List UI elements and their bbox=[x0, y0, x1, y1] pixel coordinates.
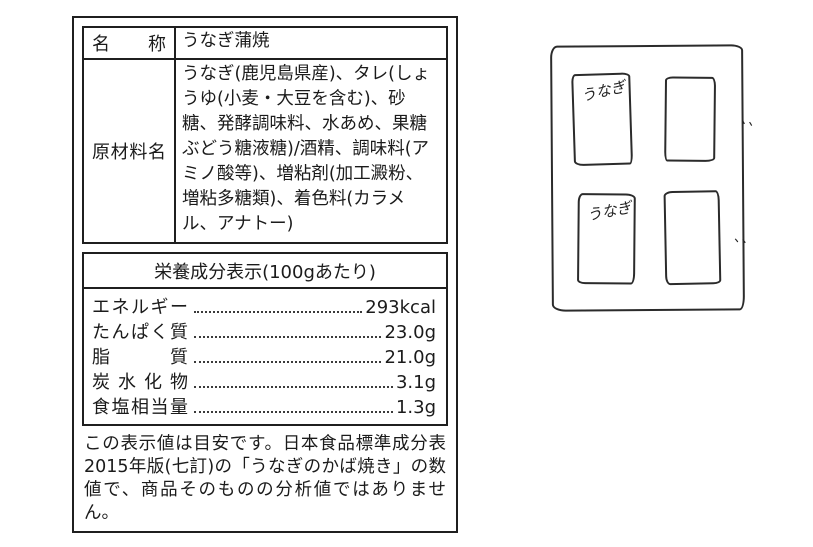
nutrient-value: 23.0g bbox=[384, 322, 436, 343]
nutrition-row-energy: エネルギー 293kcal bbox=[84, 293, 446, 318]
food-label: 名称 うなぎ蒲焼 原材料名 うなぎ(鹿児島県産)、タレ(しょうゆ(小麦・大豆を含… bbox=[72, 16, 458, 533]
spec-key-ingredients: 原材料名 bbox=[84, 60, 176, 242]
nutrient-name: たんぱく質 bbox=[92, 322, 188, 343]
spec-row-name: 名称 うなぎ蒲焼 bbox=[84, 28, 446, 58]
dot-leader bbox=[194, 310, 363, 313]
pen-tick-mark-bottom: 、、 bbox=[733, 230, 757, 248]
spec-value-ingredients: うなぎ(鹿児島県産)、タレ(しょうゆ(小麦・大豆を含む)、砂糖、発酵調味料、水あ… bbox=[182, 64, 430, 234]
spec-key-name-label: 名称 bbox=[92, 34, 166, 55]
sketch-pack-top-left: うなぎ bbox=[571, 72, 634, 167]
nutrition-row-salt: 食塩相当量 1.3g bbox=[84, 393, 446, 418]
sketch-pack-bottom-right bbox=[663, 190, 722, 286]
nutrient-name: 炭水化物 bbox=[92, 372, 188, 393]
spec-key-ingredients-label: 原材料名 bbox=[92, 142, 166, 163]
pack-handwritten-label: うなぎ bbox=[585, 198, 634, 225]
nutrition-panel: 栄養成分表示(100gあたり) エネルギー 293kcal たんぱく質 23.0… bbox=[82, 252, 448, 426]
pack-handwritten-label: うなぎ bbox=[579, 77, 628, 106]
nutrition-rows: エネルギー 293kcal たんぱく質 23.0g 脂質 21.0g 炭水化物 bbox=[84, 289, 446, 424]
nutrient-value: 3.1g bbox=[395, 372, 436, 393]
nutrient-value: 293kcal bbox=[365, 297, 436, 318]
nutrient-value: 21.0g bbox=[384, 347, 436, 368]
pen-tick-mark-top: 、、 bbox=[739, 111, 765, 132]
nutrition-row-fat: 脂質 21.0g bbox=[84, 343, 446, 368]
nutrient-value: 1.3g bbox=[395, 397, 436, 418]
spec-value-name: うなぎ蒲焼 bbox=[182, 31, 270, 51]
spec-key-name: 名称 bbox=[84, 28, 176, 58]
disclaimer-text: この表示値は目安です。日本食品標準成分表2015年版(七訂)の「うなぎのかば焼き… bbox=[84, 434, 446, 523]
dot-leader bbox=[194, 335, 382, 338]
dot-leader bbox=[194, 385, 393, 388]
sketch-pack-bottom-left: うなぎ bbox=[577, 193, 636, 285]
package-sketch: うなぎ うなぎ 、、 、、 bbox=[550, 44, 764, 312]
nutrient-name: 食塩相当量 bbox=[92, 397, 188, 418]
dot-leader bbox=[194, 410, 393, 413]
nutrition-row-carbohydrate: 炭水化物 3.1g bbox=[84, 368, 446, 393]
sketch-pack-top-right bbox=[664, 76, 717, 162]
nutrition-title: 栄養成分表示(100gあたり) bbox=[84, 254, 446, 289]
nutrient-name: 脂質 bbox=[92, 347, 188, 368]
nutrition-row-protein: たんぱく質 23.0g bbox=[84, 318, 446, 343]
spec-table: 名称 うなぎ蒲焼 原材料名 うなぎ(鹿児島県産)、タレ(しょうゆ(小麦・大豆を含… bbox=[82, 26, 448, 244]
spec-row-ingredients: 原材料名 うなぎ(鹿児島県産)、タレ(しょうゆ(小麦・大豆を含む)、砂糖、発酵調… bbox=[84, 58, 446, 242]
dot-leader bbox=[194, 360, 382, 363]
nutrient-name: エネルギー bbox=[92, 297, 188, 318]
